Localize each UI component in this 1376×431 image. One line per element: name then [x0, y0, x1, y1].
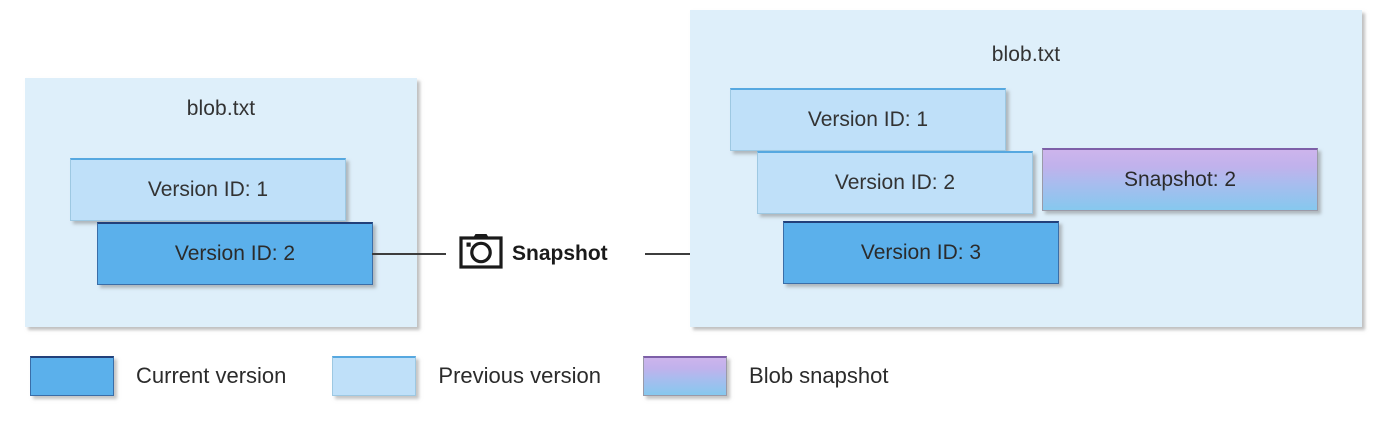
legend-label-previous-version: Previous version — [438, 363, 602, 388]
legend: Current version Previous version Blob sn… — [30, 356, 888, 396]
legend-item-current-version: Current version — [30, 356, 286, 396]
camera-icon — [459, 232, 503, 275]
snapshot-operation: Snapshot — [459, 232, 608, 275]
source-blob-title: blob.txt — [186, 97, 256, 120]
legend-swatch-blob-snapshot — [643, 356, 728, 396]
snapshot-operation-label: Snapshot — [512, 241, 608, 265]
target-version-box-1: Version ID: 1 — [730, 88, 1006, 151]
legend-swatch-current-version — [30, 356, 114, 396]
legend-item-previous-version: Previous version — [332, 356, 601, 396]
source-version-box-2: Version ID: 2 — [97, 222, 373, 285]
legend-label-blob-snapshot: Blob snapshot — [749, 363, 889, 388]
target-snapshot-box: Snapshot: 2 — [1042, 148, 1318, 211]
target-version-box-2: Version ID: 2 — [757, 151, 1033, 214]
target-blob-title: blob.txt — [991, 43, 1061, 66]
target-version-box-3: Version ID: 3 — [783, 221, 1059, 284]
connector-line-left — [372, 253, 446, 255]
legend-label-current-version: Current version — [136, 363, 287, 388]
legend-swatch-previous-version — [332, 356, 417, 396]
source-version-box-1: Version ID: 1 — [70, 158, 346, 221]
legend-item-blob-snapshot: Blob snapshot — [643, 356, 888, 396]
